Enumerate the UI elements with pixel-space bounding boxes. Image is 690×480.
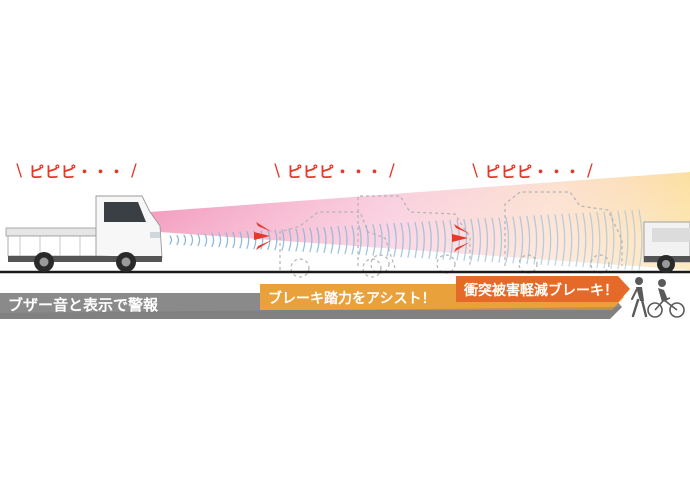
radar-wave-arc: [505, 216, 510, 264]
beep-text: ピピピ・・・: [485, 162, 582, 181]
sound-mark-icon: /: [131, 161, 138, 181]
radar-wave-arc: [498, 217, 503, 263]
radar-wave-arc: [197, 233, 201, 247]
radar-wave-arc: [512, 216, 517, 264]
radar-wave-arc: [351, 225, 355, 255]
radar-wave-arc: [547, 214, 552, 266]
radar-wave-arc: [274, 229, 278, 251]
radar-wave-arc: [617, 210, 622, 270]
radar-wave-arc: [281, 229, 285, 251]
radar-waves: [169, 209, 643, 271]
radar-wave-arc: [631, 209, 636, 271]
radar-wave-arc: [190, 234, 194, 246]
radar-wave-arc: [267, 229, 271, 251]
radar-wave-arc: [400, 222, 404, 258]
radar-wave-arc: [463, 219, 468, 261]
radar-wave-arc: [183, 234, 187, 246]
radar-wave-arc: [393, 223, 397, 257]
sensor-beam-fade: [150, 172, 690, 270]
radar-wave-arc: [211, 233, 215, 247]
radar-wave-arc: [428, 221, 432, 259]
beep-text: ピピピ・・・: [29, 162, 126, 181]
ghost-vehicle-1: [279, 211, 396, 278]
radar-wave-arc: [421, 221, 425, 259]
radar-wave-arc: [414, 221, 418, 259]
radar-wave-arc: [232, 231, 236, 249]
beep-caption-2: \ ピピピ・・・ /: [272, 158, 398, 184]
pedestrian-cyclist-icon: [631, 277, 685, 318]
radar-wave-arc: [407, 222, 411, 258]
stage-label-collision-brake: 衝突被害軽減ブレーキ！: [464, 283, 618, 299]
radar-wave-arc: [372, 224, 376, 256]
stage-label-buzzer-warning: ブザー音と表示で警報: [8, 295, 159, 314]
radar-wave-arc: [470, 218, 475, 262]
radar-wave-arc: [344, 225, 348, 255]
radar-wave-arc: [554, 214, 559, 266]
radar-wave-arc: [239, 231, 243, 249]
radar-wave-arc: [330, 226, 334, 254]
radar-wave-arc: [435, 220, 439, 260]
radar-wave-arc: [442, 220, 446, 260]
radar-wave-arc: [260, 230, 264, 250]
radar-wave-arc: [610, 211, 615, 269]
radar-wave-arc: [491, 217, 496, 263]
beep-caption-3: \ ピピピ・・・ /: [470, 158, 596, 184]
radar-wave-arc: [309, 227, 313, 253]
radar-wave-arc: [575, 213, 580, 267]
kei-truck-icon: [5, 195, 163, 272]
vehicle-ahead: [643, 221, 690, 273]
radar-wave-arc: [519, 216, 524, 264]
radar-wave-arc: [358, 224, 362, 256]
beep-caption-1: \ ピピピ・・・ /: [14, 158, 140, 184]
radar-wave-arc: [204, 233, 208, 247]
radar-wave-arc: [386, 223, 390, 257]
sound-mark-icon: /: [389, 161, 396, 181]
radar-wave-arc: [589, 212, 594, 268]
sound-mark-icon: /: [587, 161, 594, 181]
stage-band-emergency: [456, 276, 630, 302]
radar-wave-arc: [379, 223, 383, 257]
sound-mark-icon: \: [16, 161, 23, 181]
radar-wave-arc: [568, 213, 573, 267]
beep-text: ピピピ・・・: [287, 162, 384, 181]
radar-wave-arc: [582, 212, 587, 268]
radar-wave-arc: [638, 209, 643, 271]
radar-wave-arc: [484, 218, 489, 262]
radar-wave-arc: [365, 224, 369, 256]
radar-wave-arc: [316, 227, 320, 253]
radar-wave-arc: [323, 226, 327, 254]
radar-wave-arc: [624, 210, 629, 270]
radar-wave-arc: [533, 215, 538, 265]
radar-wave-arc: [288, 228, 292, 252]
radar-wave-arc: [477, 218, 482, 262]
radar-wave-arc: [225, 232, 229, 248]
alert-mark-2: [452, 224, 470, 252]
radar-wave-arc: [603, 211, 608, 269]
radar-wave-arc: [295, 228, 299, 252]
alert-mark-1: [254, 222, 272, 250]
sound-mark-icon: \: [472, 161, 479, 181]
radar-wave-arc: [526, 215, 531, 265]
radar-wave-arc: [169, 235, 173, 245]
sound-mark-icon: \: [274, 161, 281, 181]
radar-wave-arc: [540, 214, 545, 266]
radar-wave-arc: [218, 232, 222, 248]
radar-wave-arc: [176, 234, 180, 246]
radar-wave-arc: [596, 211, 601, 269]
radar-wave-arc: [561, 213, 566, 267]
radar-wave-arc: [246, 231, 250, 249]
stage-label-brake-assist: ブレーキ踏力をアシスト！: [268, 291, 436, 307]
radar-wave-arc: [337, 226, 341, 254]
radar-wave-arc: [302, 228, 306, 252]
